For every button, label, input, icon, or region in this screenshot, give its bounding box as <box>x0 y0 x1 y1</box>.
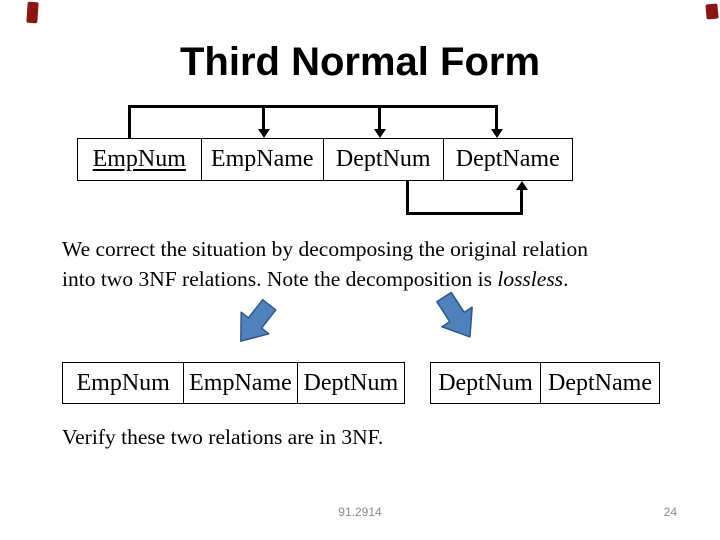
left-column-empname: EmpName <box>183 363 296 403</box>
td-bottom-horizontal-line <box>406 212 523 215</box>
fd-line-empname <box>262 105 265 131</box>
original-column-empnum: EmpNum <box>92 146 186 172</box>
original-relation-table: EmpNum EmpName DeptNum DeptName <box>77 138 573 181</box>
verify-text: Verify these two relations are in 3NF. <box>62 425 384 449</box>
original-column-deptnum: DeptNum <box>323 139 443 180</box>
fd-top-horizontal-line <box>128 105 498 108</box>
right-column-deptnum: DeptNum <box>438 369 533 396</box>
explanation-line1: We correct the situation by decomposing … <box>62 237 589 261</box>
fd-line-empnum <box>128 105 131 138</box>
down-right-arrow-icon <box>436 291 476 342</box>
left-column-empnum: EmpNum <box>76 369 170 396</box>
decomposed-right-table: DeptNum DeptName <box>430 362 660 404</box>
footer-course-number: 91.2914 <box>338 505 382 519</box>
original-column-deptname: DeptName <box>442 139 572 180</box>
fd-arrowhead-deptnum-icon <box>374 129 386 138</box>
left-column-deptnum: DeptNum <box>296 363 404 403</box>
decomposed-left-table: EmpNum EmpName DeptNum <box>62 362 405 404</box>
explanation-line2-suffix: . <box>563 267 569 291</box>
fd-line-deptnum <box>378 105 381 131</box>
td-line-deptnum-down <box>406 181 409 215</box>
lossless-italic: lossless <box>497 267 564 291</box>
right-column-deptname: DeptName <box>540 363 659 403</box>
td-arrowhead-deptname-icon <box>516 181 528 190</box>
down-left-arrow-icon <box>236 298 277 347</box>
fd-arrowhead-deptname-icon <box>491 129 503 138</box>
page-number: 24 <box>663 505 677 519</box>
explanation-paragraph: We correct the situation by decomposing … <box>62 234 662 294</box>
td-line-deptname-up <box>520 190 523 215</box>
page-title: Third Normal Form <box>179 40 541 84</box>
fd-line-deptname <box>495 105 498 131</box>
torn-corner-icon <box>26 1 39 24</box>
fd-arrowhead-empname-icon <box>258 129 270 138</box>
torn-corner-icon <box>705 3 719 20</box>
original-column-empname: EmpName <box>200 139 324 180</box>
explanation-line2-prefix: into two 3NF relations. Note the decompo… <box>62 267 498 291</box>
